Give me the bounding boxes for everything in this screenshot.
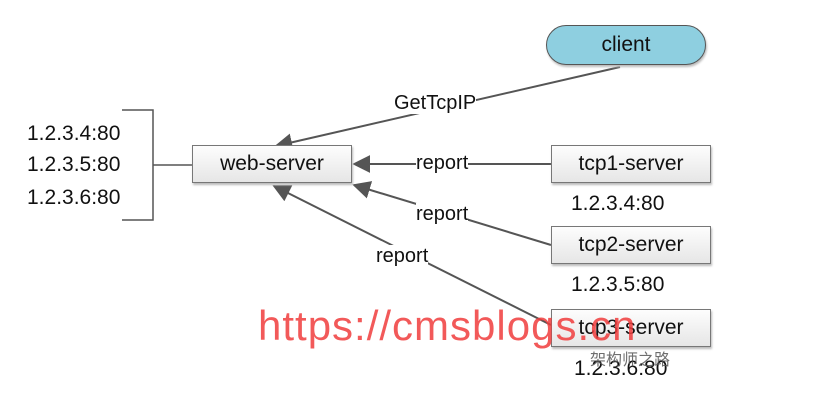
address-bracket xyxy=(122,109,154,221)
watermark-caption: 架构师之路 xyxy=(590,352,671,369)
web-server-node[interactable]: web-server xyxy=(192,145,352,183)
tcp2-server-node[interactable]: tcp2-server xyxy=(551,226,711,264)
watermark-url: https://cmsblogs.cn xyxy=(258,302,637,349)
edge-label-get-tcp-ip: GetTcpIP xyxy=(394,92,477,114)
edge-label-report-tcp3: report xyxy=(376,245,429,267)
tcp1-address: 1.2.3.4:80 xyxy=(571,192,665,215)
address-list-item-1: 1.2.3.4:80 xyxy=(27,122,121,145)
edge-label-report-tcp2: report xyxy=(416,203,469,225)
tcp3-server-node[interactable]: tcp3-server xyxy=(551,309,711,347)
address-list-item-3: 1.2.3.6:80 xyxy=(27,186,121,209)
tcp2-address: 1.2.3.5:80 xyxy=(571,273,665,296)
edge-label-report-tcp1: report xyxy=(416,152,469,174)
tcp3-address: 1.2.3.6:80 xyxy=(574,357,668,380)
client-node[interactable]: client xyxy=(546,25,706,65)
tcp1-server-node[interactable]: tcp1-server xyxy=(551,145,711,183)
address-list-item-2: 1.2.3.5:80 xyxy=(27,153,121,176)
